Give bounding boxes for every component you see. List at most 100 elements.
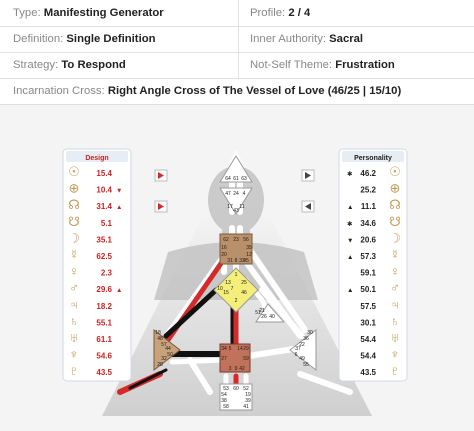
gate-number: 2	[235, 298, 238, 304]
uranus-icon: ♅	[69, 330, 79, 345]
gate-number: 13	[225, 280, 231, 286]
planet-row: ♀2.3	[69, 264, 112, 279]
gate-number: 7	[231, 286, 234, 292]
g-center	[213, 267, 259, 313]
gate-number: 9	[235, 366, 238, 372]
gate-number: 24	[233, 191, 239, 197]
planet-row: ♆54.6	[69, 347, 112, 362]
gate-line-value: 35.1	[96, 235, 112, 244]
profile-label: Profile:	[250, 7, 286, 19]
gate-line-value: 59.1	[360, 269, 376, 278]
channel-line	[247, 247, 308, 333]
gate-number: 45	[243, 258, 249, 264]
ego-center	[255, 303, 286, 323]
exaltation-mark: ✱	[347, 170, 353, 178]
planet-row: 25.2⊕	[360, 181, 400, 196]
exaltation-mark: ▲	[347, 254, 353, 261]
column-divider	[238, 0, 239, 78]
type-label: Type:	[13, 7, 41, 19]
gate-number: 18	[155, 330, 161, 336]
gate-number: 12	[246, 252, 252, 258]
gate-line-value: 54.6	[96, 352, 112, 361]
north-node-icon: ☊	[389, 197, 401, 212]
root-center	[219, 383, 253, 411]
planet-row: 54.4♆	[360, 347, 399, 362]
gate-number: 30	[307, 330, 313, 336]
gate-number: 35	[246, 245, 252, 251]
exaltation-mark: ▲	[347, 287, 353, 294]
definition-value: Single Definition	[66, 33, 156, 45]
gate-number: 27	[221, 356, 227, 362]
mercury-icon: ☿	[69, 247, 79, 262]
gate-number: 59	[243, 356, 249, 362]
planet-row: ♅ 61.1	[69, 330, 112, 345]
gate-number: 41	[243, 404, 249, 410]
gate-line-value: 29.6	[96, 285, 112, 294]
channel-line	[187, 357, 213, 395]
gate-number: 11	[239, 204, 244, 210]
gate-number: 19	[245, 392, 251, 398]
head-center	[219, 155, 253, 183]
planet-row: ▲11.1☊	[347, 197, 401, 212]
gate-number: 37	[295, 346, 301, 352]
gate-line-value: 61.1	[96, 335, 112, 344]
planet-row: 57.5♃	[360, 297, 399, 312]
personality-arrow-top[interactable]	[301, 169, 315, 182]
gate-number: 10	[217, 286, 223, 292]
planet-row: ⊕10.4▼	[69, 181, 123, 196]
gate-number: 36	[303, 336, 309, 342]
gate-line-value: 2.3	[101, 269, 113, 278]
gate-number: 1	[235, 272, 238, 278]
gate-number: 46	[241, 290, 247, 296]
channel-line	[128, 368, 168, 390]
planet-row: ♂29.6▲	[69, 280, 122, 295]
inner-authority-value: Sacral	[329, 33, 364, 45]
south-node-icon: ☋	[68, 214, 80, 229]
gate-number: 53	[223, 386, 229, 392]
sun-icon: ☉	[389, 164, 401, 179]
gate-line-value: 43.5	[360, 368, 376, 377]
gate-number: 28	[157, 362, 163, 368]
strategy-value: To Respond	[61, 59, 126, 71]
gate-number: 51	[255, 310, 261, 316]
moon-icon: ☽	[68, 230, 80, 245]
design-arrow-top[interactable]	[154, 169, 168, 182]
info-row-definition: Definition: Single Definition Inner Auth…	[0, 26, 474, 53]
gate-number: 21	[259, 308, 265, 314]
not-self-theme-value: Frustration	[335, 59, 395, 71]
gate-number: 5	[229, 346, 232, 352]
gate-number: 47	[225, 191, 231, 197]
gate-line-value: 57.3	[360, 252, 376, 261]
channel-line	[163, 287, 219, 339]
type-value: Manifesting Generator	[43, 7, 164, 19]
gate-line-value: 55.1	[96, 318, 112, 327]
gate-number: 42	[239, 366, 245, 372]
gate-line-value: 54.4	[360, 335, 376, 344]
mars-icon: ♂	[69, 280, 79, 295]
planet-row: ☽ 35.1	[68, 230, 112, 245]
planet-row: 30.1♄	[360, 313, 399, 328]
earth-icon: ⊕	[69, 181, 80, 196]
inner-authority-label: Inner Authority:	[250, 33, 326, 45]
gate-number: 40	[269, 314, 275, 320]
not-self-theme-label: Not-Self Theme:	[250, 59, 333, 71]
gate-line-value: 54.4	[360, 352, 376, 361]
planet-row: ▲57.3☿	[347, 247, 400, 262]
gate-line-value: 62.5	[96, 252, 112, 261]
saturn-icon: ♄	[390, 313, 400, 328]
jupiter-icon: ♃	[69, 297, 79, 312]
gate-number: 25	[241, 280, 247, 286]
gate-number: 32	[161, 356, 167, 362]
gate-number: 14	[237, 346, 243, 352]
gate-number: 50	[167, 352, 173, 358]
planet-row: ▼20.6☽	[347, 230, 401, 245]
gate-number: 49	[299, 356, 305, 362]
planet-row: ✱46.2☉	[347, 164, 401, 179]
incarnation-cross-label: Incarnation Cross:	[13, 85, 105, 97]
personality-arrow-bottom[interactable]	[301, 200, 315, 213]
gate-line-value: 5.1	[101, 219, 113, 228]
exaltation-mark: ▲	[116, 204, 122, 211]
design-arrow-bottom[interactable]	[154, 200, 168, 213]
pluto-icon: ♇	[390, 363, 400, 378]
